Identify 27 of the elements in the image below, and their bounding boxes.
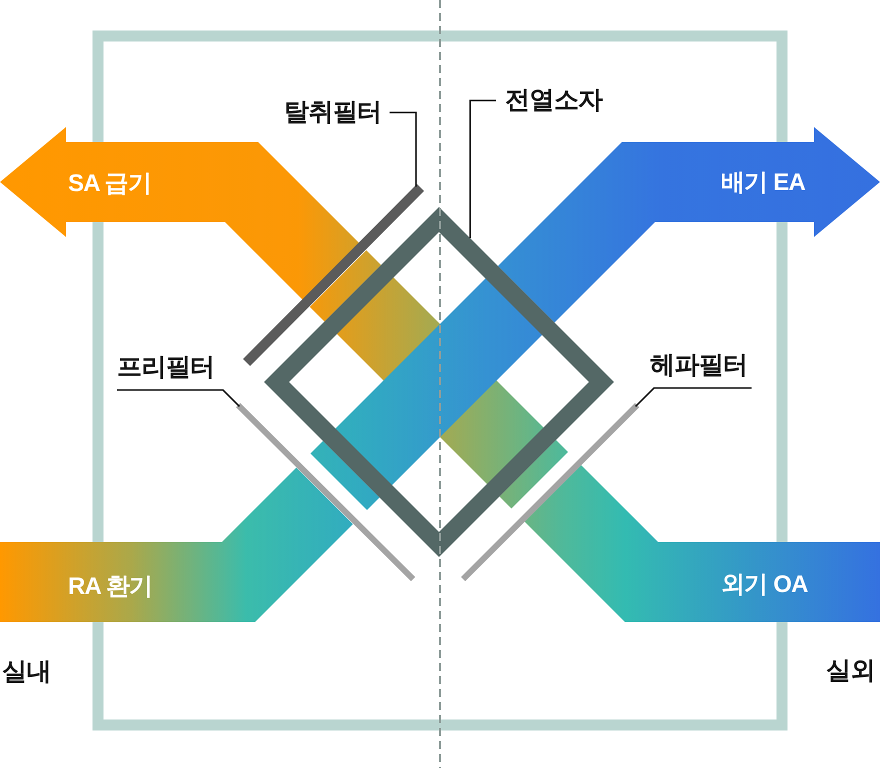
- flow-label: 외기 OA: [721, 573, 808, 597]
- flow-arrow-end: [700, 127, 880, 237]
- flow-band-end: [700, 542, 880, 622]
- callout-label: 전열소자: [505, 88, 603, 113]
- callout-label: 헤파필터: [650, 353, 748, 378]
- flow-band-end: [0, 542, 200, 622]
- flow-label: RA 환기: [68, 575, 152, 599]
- flow-label: 배기 EA: [721, 171, 806, 195]
- flow-band: [524, 465, 700, 622]
- core-diamond: [264, 207, 614, 557]
- flow-band: [200, 142, 360, 300]
- flow-band: [310, 440, 380, 510]
- leader-line: [390, 112, 417, 187]
- leader-line: [469, 100, 496, 238]
- filter-bar: [460, 402, 640, 582]
- flow-band: [310, 250, 382, 322]
- callout-label: 탈취필터: [284, 100, 382, 125]
- flow-label: SA 급기: [68, 172, 152, 196]
- flow-band: [198, 468, 353, 622]
- area-label: 실외: [826, 658, 875, 684]
- leader-line: [634, 387, 752, 407]
- callout-label: 프리필터: [117, 355, 215, 380]
- flow-arrow-end: [0, 127, 200, 237]
- filter-bar: [236, 402, 416, 582]
- filter-bar: [243, 184, 425, 367]
- area-label: 실내: [2, 660, 51, 684]
- leader-line: [117, 389, 240, 407]
